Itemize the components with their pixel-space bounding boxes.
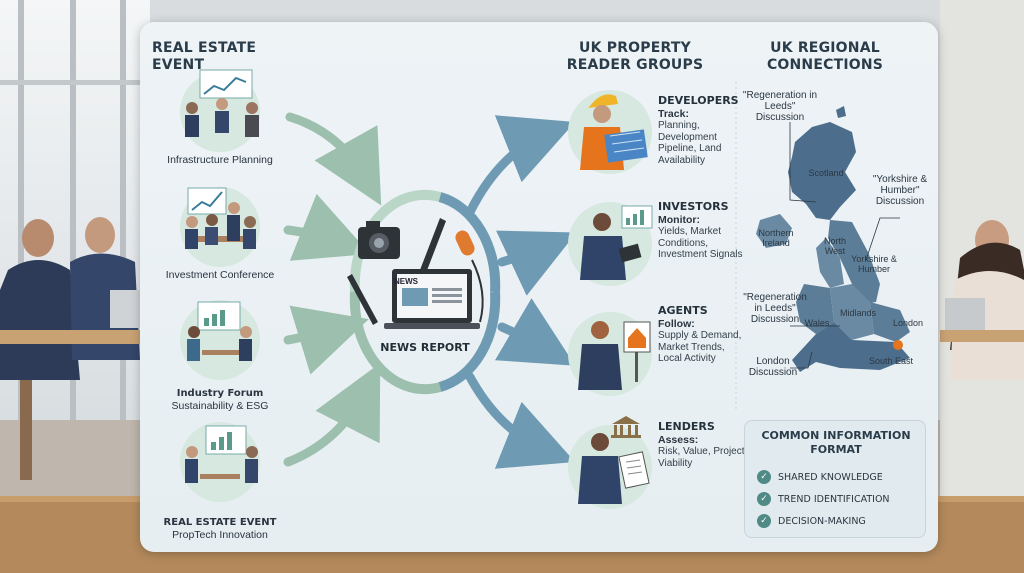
uk-map — [756, 106, 910, 372]
info-item-label: TREND IDENTIFICATION — [778, 493, 890, 505]
event-title: Industry Forum — [176, 388, 264, 399]
agent-portrait — [568, 312, 652, 396]
group-verb-developers: Track: — [658, 108, 689, 120]
map-label-north-west: North West — [823, 236, 846, 256]
group-detail-developers: Planning, Development Pipeline, Land Ava… — [658, 120, 722, 166]
event-subtitle: Investment Conference — [165, 269, 275, 281]
event-subtitle: Sustainability & ESG — [171, 400, 269, 412]
group-name-lenders: LENDERS — [658, 420, 715, 433]
bank-icon — [611, 416, 641, 438]
info-item-decision-making: ✓ DECISION-MAKING — [757, 513, 866, 529]
group-detail-lenders: Risk, Value, Project Viability — [658, 446, 745, 469]
callout-yorkshire: "Yorkshire & Humber" Discussion — [872, 174, 928, 207]
event-label-infrastructure: Infrastructure Planning — [150, 154, 290, 167]
group-verb-agents: Follow: — [658, 318, 695, 330]
info-item-trend-identification: ✓ TREND IDENTIFICATION — [757, 491, 890, 507]
group-detail-investors: Yields, Market Conditions, Investment Si… — [658, 226, 743, 260]
lender-portrait — [568, 425, 652, 509]
event-to-hub-arrows — [283, 112, 382, 467]
laptop-news-icon — [384, 269, 480, 329]
hub-to-group-arrows — [465, 115, 577, 469]
event-subtitle: Infrastructure Planning — [167, 154, 273, 166]
callout-leeds-top: "Regeneration in Leeds" Discussion — [742, 90, 818, 123]
info-item-label: DECISION-MAKING — [778, 515, 866, 527]
group-name-investors: INVESTORS — [658, 200, 729, 213]
map-label-midlands: Midlands — [839, 308, 877, 318]
event-subtitle: PropTech Innovation — [172, 529, 268, 541]
map-label-scotland: Scotland — [808, 168, 844, 178]
event-proptech-illustration — [180, 422, 260, 502]
common-info-box: COMMON INFORMATION FORMAT ✓ SHARED KNOWL… — [744, 420, 926, 538]
event-title: REAL ESTATE EVENT — [163, 517, 277, 528]
investor-portrait — [568, 202, 653, 286]
board-artwork — [180, 69, 910, 509]
map-label-wales: Wales — [804, 318, 830, 328]
infographic-board: REAL ESTATE EVENT UK PROPERTY READER GRO… — [140, 22, 938, 552]
callout-lines — [789, 122, 900, 369]
event-label-investment: Investment Conference — [150, 269, 290, 282]
callout-london: London Discussion — [748, 356, 798, 378]
reader-groups-heading: UK PROPERTY READER GROUPS — [566, 40, 704, 73]
check-icon: ✓ — [757, 470, 771, 484]
info-item-label: SHARED KNOWLEDGE — [778, 471, 883, 483]
map-label-yorkshire: Yorkshire & Humber — [851, 254, 897, 274]
news-hub — [349, 189, 501, 395]
event-label-forum: Industry Forum Sustainability & ESG — [150, 387, 290, 413]
event-investment-illustration — [180, 187, 260, 267]
group-name-developers: DEVELOPERS — [658, 94, 739, 107]
group-verb-lenders: Assess: — [658, 434, 699, 446]
callout-leeds-mid: "Regeneration in Leeds" Discussion — [743, 292, 807, 325]
map-label-london: London — [892, 318, 924, 328]
event-column-heading: REAL ESTATE EVENT — [152, 40, 257, 73]
news-report-label: NEWS REPORT — [380, 341, 470, 354]
check-icon: ✓ — [757, 492, 771, 506]
group-verb-investors: Monitor: — [658, 214, 700, 226]
camera-icon — [358, 221, 400, 259]
group-name-agents: AGENTS — [658, 304, 708, 317]
microphone-icon — [455, 230, 484, 323]
group-detail-agents: Supply & Demand, Market Trends, Local Ac… — [658, 330, 742, 364]
info-box-title: COMMON INFORMATION FORMAT — [761, 429, 911, 456]
check-icon: ✓ — [757, 514, 771, 528]
info-item-shared-knowledge: ✓ SHARED KNOWLEDGE — [757, 469, 883, 485]
news-paper-tag: NEWS — [394, 277, 418, 286]
event-forum-illustration — [180, 300, 260, 380]
pen-icon-2 — [347, 274, 378, 325]
event-label-proptech: REAL ESTATE EVENT PropTech Innovation — [150, 516, 290, 542]
event-infrastructure-illustration — [180, 69, 260, 152]
developer-portrait — [568, 90, 652, 174]
regional-heading: UK REGIONAL CONNECTIONS — [766, 40, 884, 73]
map-label-northern-ireland: Northern Ireland — [758, 228, 794, 248]
map-label-south-east: South East — [868, 356, 914, 366]
